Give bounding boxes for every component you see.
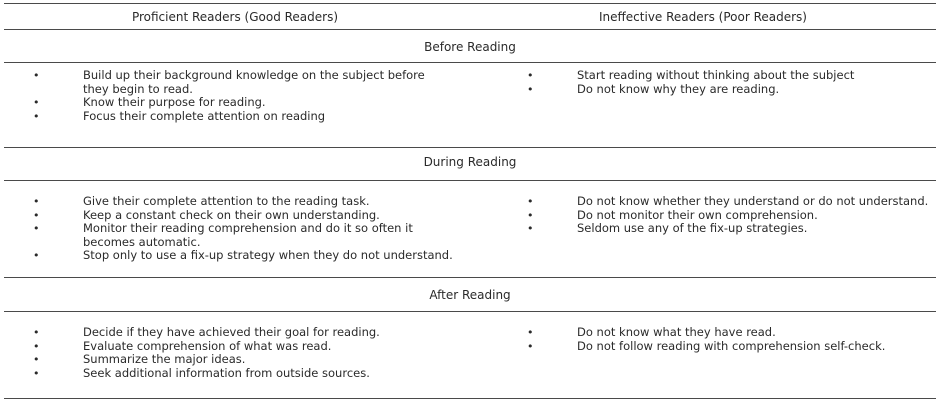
after-reading-proficient-list: •Decide if they have achieved their goal… [33, 325, 503, 380]
bullet-icon: • [33, 222, 40, 235]
bullet-icon: • [33, 195, 40, 208]
before-reading-proficient-list: •Build up their background knowledge on … [33, 68, 433, 123]
list-item: •Monitor their reading comprehension and… [33, 221, 417, 249]
header-divider [4, 29, 936, 30]
before-reading-ineffective-list: •Start reading without thinking about th… [527, 68, 937, 96]
list-item: •Give their complete attention to the re… [33, 194, 370, 208]
list-item: •Do not know why they are reading. [527, 81, 780, 96]
bullet-icon: • [33, 69, 40, 82]
after-reading-ineffective-list: •Do not know what they have read. •Do no… [527, 325, 937, 353]
bullet-icon: • [33, 249, 40, 262]
section-divider-before-title [4, 62, 936, 63]
bullet-icon: • [527, 69, 534, 82]
table-bottom-border [4, 398, 936, 399]
bullet-icon: • [527, 82, 534, 96]
column-header-proficient: Proficient Readers (Good Readers) [131, 10, 339, 24]
section-divider-during-end [4, 277, 936, 278]
list-item: •Do not follow reading with comprehensio… [527, 338, 886, 353]
list-item: •Evaluate comprehension of what was read… [33, 338, 332, 353]
table-top-border [4, 3, 936, 4]
list-item: •Build up their background knowledge on … [33, 68, 429, 96]
list-item: •Do not monitor their own comprehension. [527, 207, 818, 222]
section-divider-during-title [4, 180, 936, 181]
list-item: •Seldom use any of the fix-up strategies… [527, 221, 808, 235]
list-item: •Stop only to use a fix-up strategy when… [33, 248, 453, 262]
bullet-icon: • [33, 353, 40, 366]
section-title-after-reading: After Reading [429, 288, 511, 302]
list-item: •Start reading without thinking about th… [527, 68, 855, 82]
section-title-during-reading: During Reading [423, 155, 517, 169]
list-item: •Know their purpose for reading. [33, 95, 266, 109]
list-item: •Keep a constant check on their own unde… [33, 207, 380, 222]
list-item: •Summarize the major ideas. [33, 352, 246, 366]
bullet-icon: • [33, 96, 40, 109]
bullet-icon: • [527, 222, 534, 235]
bullet-icon: • [33, 339, 40, 353]
section-divider-after-title [4, 311, 936, 312]
list-item: •Do not know whether they understand or … [527, 194, 929, 208]
list-item: •Decide if they have achieved their goal… [33, 325, 380, 339]
list-item: •Focus their complete attention on readi… [33, 108, 326, 123]
during-reading-ineffective-list: •Do not know whether they understand or … [527, 194, 937, 236]
section-divider-before-end [4, 147, 936, 148]
section-title-before-reading: Before Reading [424, 40, 516, 54]
bullet-icon: • [33, 208, 40, 222]
bullet-icon: • [527, 195, 534, 208]
bullet-icon: • [33, 109, 40, 123]
list-item: •Seek additional information from outsid… [33, 365, 370, 380]
bullet-icon: • [527, 339, 534, 353]
during-reading-proficient-list: •Give their complete attention to the re… [33, 194, 453, 263]
column-header-ineffective: Ineffective Readers (Poor Readers) [599, 10, 807, 24]
bullet-icon: • [33, 366, 40, 380]
bullet-icon: • [527, 326, 534, 339]
bullet-icon: • [33, 326, 40, 339]
bullet-icon: • [527, 208, 534, 222]
list-item: •Do not know what they have read. [527, 325, 776, 339]
